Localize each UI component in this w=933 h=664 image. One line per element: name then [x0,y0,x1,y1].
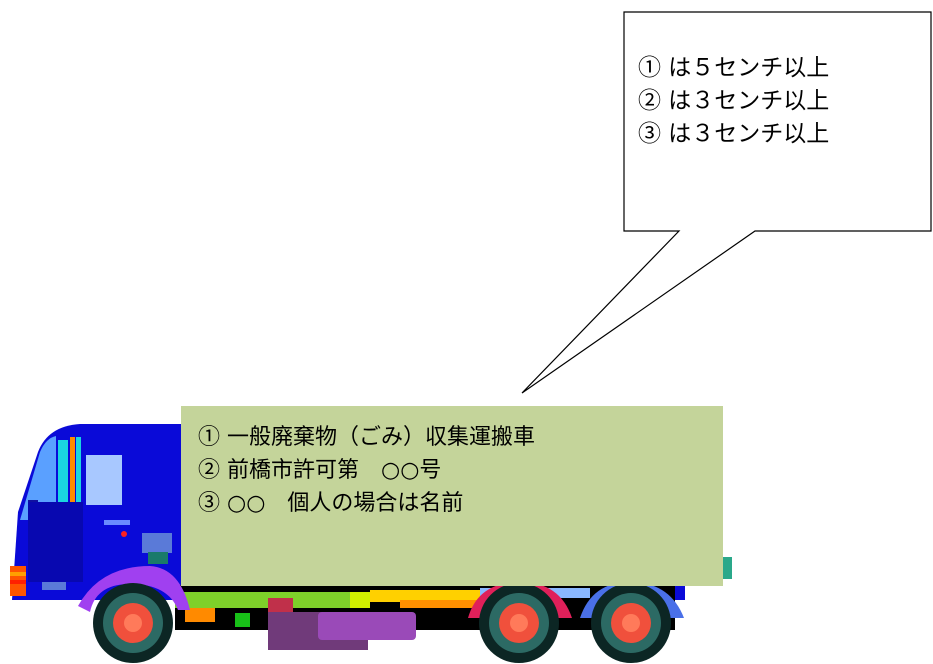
sign-line-3: ③ ○○ 個人の場合は名前 [198,491,464,516]
cargo-rear-light [722,557,732,579]
rear-fender-2 [580,582,684,618]
headlight-band [10,572,26,576]
sign-line-2: ② 前橋市許可第 ○○号 [198,458,442,483]
sign-line-1: ① 一般廃棄物（ごみ）収集運搬車 [198,425,535,450]
speech-callout [521,11,932,394]
chassis-yellow [370,590,480,602]
sign-board [181,406,723,586]
sign-text: ① 一般廃棄物（ごみ）収集運搬車 ② 前橋市許可第 ○○号 ③ ○○ 個人の場合… [198,421,718,520]
chassis-orange-block [185,608,215,622]
callout-text: ① は５センチ以上 ② は３センチ以上 ③ は３センチ以上 [638,52,928,151]
callout-line-2: ② は３センチ以上 [638,88,830,114]
cab-pillar-orange [70,437,75,505]
cab-shadow [28,502,83,582]
rear-wheel-2 [591,583,671,663]
cab-vent [148,552,168,564]
fuel-tank-cap [318,612,416,640]
rear-fender-1 [468,582,572,618]
cab-door-handle [104,520,130,525]
callout-line-3: ③ は３センチ以上 [638,121,830,147]
front-wheel [93,583,173,663]
cab-pillar-cyan [58,440,68,502]
cab-pillar-teal [76,437,81,505]
cab-grille [42,580,66,590]
chassis-orange [400,600,480,608]
headlight-band-2 [10,580,26,584]
cab-step [142,533,172,553]
rear-wheel-1 [479,583,559,663]
chassis-green [175,592,350,608]
chassis-lime [350,592,370,608]
cab-window [86,455,122,505]
chassis-green-block [235,613,250,627]
callout-line-1: ① は５センチ以上 [638,55,830,81]
cab-light [121,531,127,537]
front-fender [78,566,190,612]
cab-windshield [20,436,56,520]
